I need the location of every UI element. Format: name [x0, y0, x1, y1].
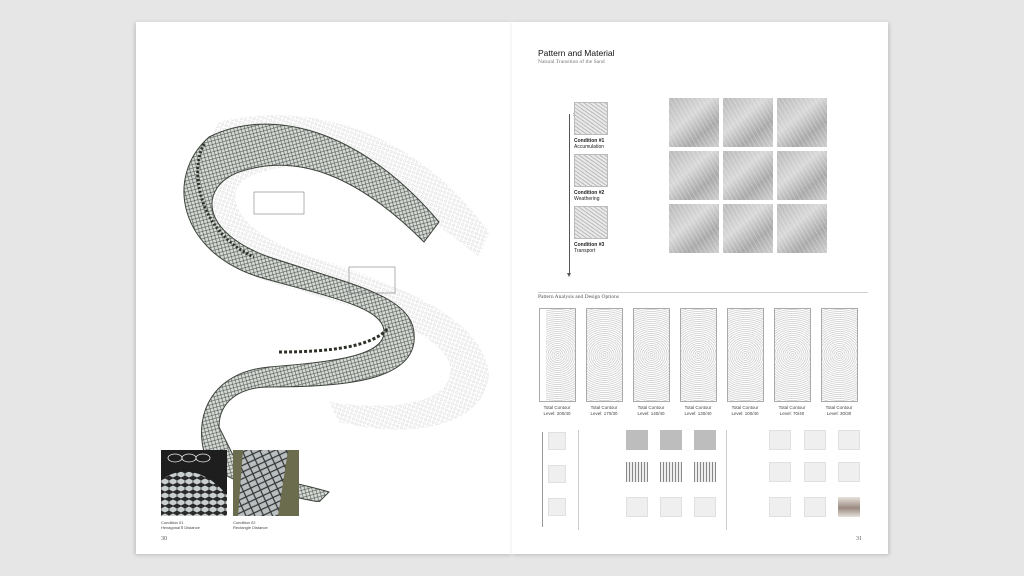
page-number-right: 31	[856, 536, 862, 542]
inset-hexagonal-closeup	[161, 450, 227, 516]
small-thumb	[548, 498, 566, 516]
small-divider	[726, 430, 727, 530]
small-thumb	[660, 430, 682, 450]
small-thumb	[838, 462, 860, 482]
sand-texture-tile	[669, 204, 719, 253]
small-thumb	[838, 497, 860, 517]
small-thumb	[769, 462, 791, 482]
section-divider	[538, 292, 868, 293]
sand-texture-tile	[723, 98, 773, 147]
condition-1-image	[574, 102, 608, 135]
small-thumb	[804, 430, 826, 450]
small-thumb	[626, 430, 648, 450]
page-title: Pattern and Material	[538, 48, 615, 58]
pattern-column-7	[821, 308, 858, 402]
small-thumb	[769, 430, 791, 450]
small-thumb	[769, 497, 791, 517]
inset-rectangle-closeup	[233, 450, 299, 516]
small-thumb	[694, 430, 716, 450]
snake-skin-illustration	[183, 115, 489, 502]
page-subtitle: Natural Transition of the Sand	[538, 59, 605, 65]
small-thumb	[694, 497, 716, 517]
pattern-column-4	[680, 308, 717, 402]
page-number-left: 30	[161, 536, 167, 542]
small-thumb	[694, 462, 716, 482]
pattern-column-2	[586, 308, 623, 402]
small-divider	[578, 430, 579, 530]
small-flow-line	[542, 432, 543, 527]
pattern-column-6	[774, 308, 811, 402]
small-thumb	[660, 497, 682, 517]
inset-caption-2: Condition 02 Rectangle Distance	[233, 520, 268, 530]
inset-caption-1: Condition 01 Hexagonal Ⅱ Distance	[161, 520, 200, 530]
pattern-column-3	[633, 308, 670, 402]
sand-texture-tile	[777, 204, 827, 253]
right-page: Pattern and Material Natural Transition …	[512, 22, 888, 554]
small-thumb	[804, 497, 826, 517]
small-thumb	[804, 462, 826, 482]
small-thumb	[626, 497, 648, 517]
condition-2-image	[574, 154, 608, 187]
sand-texture-tile	[777, 98, 827, 147]
sand-texture-tile	[723, 204, 773, 253]
small-thumb	[626, 462, 648, 482]
small-thumb	[548, 432, 566, 450]
small-thumb	[838, 430, 860, 450]
small-thumb	[660, 462, 682, 482]
sand-texture-grid	[669, 98, 831, 257]
sand-texture-tile	[723, 151, 773, 200]
left-page: Condition 01 Hexagonal Ⅱ Distance Condit…	[136, 22, 512, 554]
pattern-column-1	[539, 308, 576, 402]
section-title-pattern-analysis: Pattern Analysis and Design Options	[538, 294, 619, 300]
condition-3-image	[574, 206, 608, 239]
sand-texture-tile	[669, 151, 719, 200]
pattern-column-5	[727, 308, 764, 402]
flow-arrow	[567, 114, 571, 277]
sand-texture-tile	[777, 151, 827, 200]
sand-texture-tile	[669, 98, 719, 147]
small-thumb	[548, 465, 566, 483]
